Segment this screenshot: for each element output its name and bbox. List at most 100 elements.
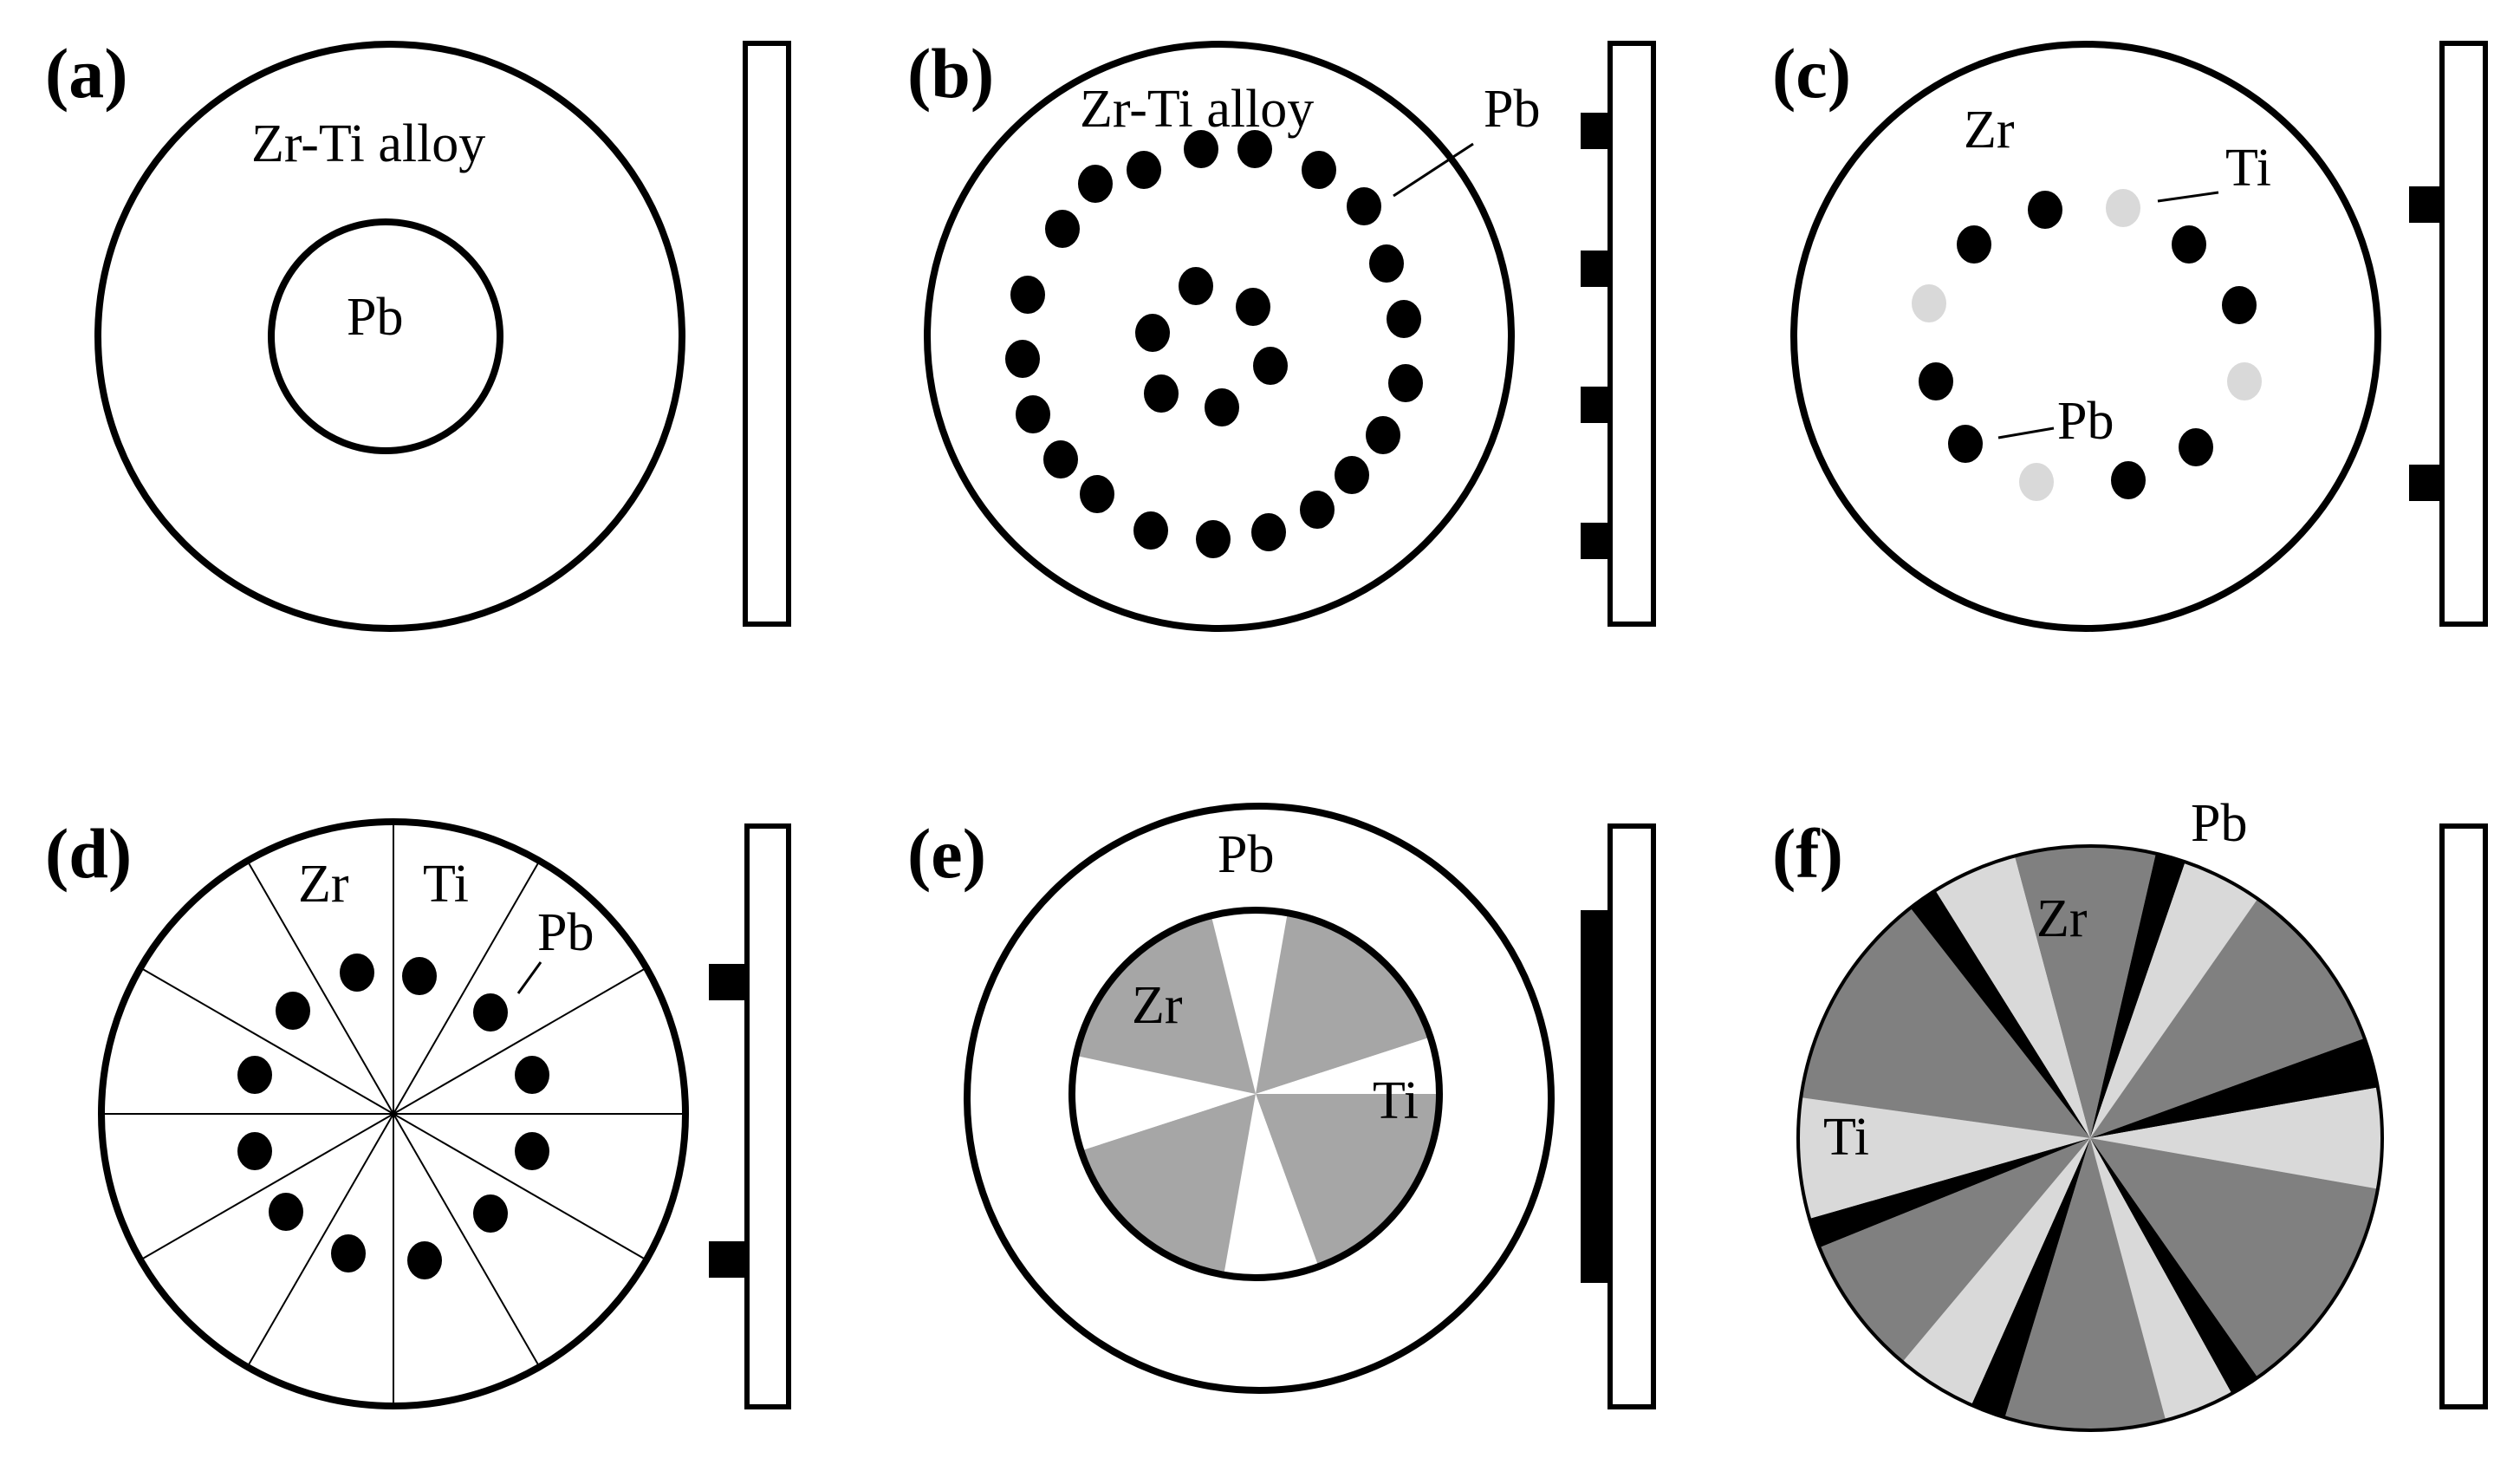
panel-a-zrti-label: Zr-Ti alloy: [251, 114, 485, 173]
panel-b-zrti-label: Zr-Ti alloy: [1080, 80, 1314, 139]
panel-e-core-outline: [1068, 907, 1443, 1281]
panel-b-pb-dot-inner-6: [1205, 388, 1239, 426]
panel-b-pb-dot-outer-16: [1335, 456, 1369, 494]
panel-b-pb-dot-outer-18: [1300, 491, 1335, 529]
panel-d-zr-label: Zr: [298, 855, 349, 914]
panel-d-tab-1: [709, 964, 747, 1000]
panel-d-pb-dot-10: [473, 1194, 508, 1233]
panel-c-pb-dot-8: [2111, 461, 2146, 499]
panel-c-tab-1: [2409, 186, 2442, 223]
panel-b-tab-1: [1581, 113, 1610, 149]
panel-b-pb-dot-outer-5: [1078, 165, 1113, 203]
panel-c-disk: [1790, 41, 2381, 632]
panel-e-sector-6: [1081, 1094, 1256, 1275]
panel-c-ti-dot-1: [2106, 189, 2140, 227]
panel-c-ti-dot-3: [2227, 362, 2262, 400]
panel-b-pb-dot-outer-14: [1366, 416, 1400, 454]
panel-f: (f) Pb Zr Ti: [1772, 794, 2488, 1432]
panel-b-pb-dot-outer-6: [1347, 187, 1381, 225]
panel-d-sector-line-8: [246, 1113, 394, 1368]
panel-c-dots: [1912, 189, 2262, 501]
panel-b-pb-dot-outer-10: [1387, 300, 1421, 338]
panel-f-sector-9: [2090, 1138, 2232, 1421]
panel-a-pb-core: [268, 218, 503, 454]
panel-d-sector-line-5: [393, 1113, 647, 1261]
panel-f-sector-1: [2014, 845, 2156, 1138]
panel-b-tab-2: [1581, 251, 1610, 287]
panel-e-zr-label: Zr: [1132, 976, 1183, 1035]
panel-d-tab-2: [709, 1241, 747, 1278]
panel-b-pb-dot-outer-17: [1080, 475, 1114, 513]
panel-d-sector-line-9: [140, 1113, 394, 1261]
panel-b: (b) Zr-Ti alloy Pb: [907, 34, 1656, 632]
panel-e-side-bar: [1607, 823, 1656, 1409]
panel-c-pb-dot-4: [2222, 286, 2257, 324]
panel-c-pb-label: Pb: [2057, 392, 2114, 451]
panel-b-pb-dot-inner-5: [1144, 374, 1179, 413]
panel-b-pb-dot-outer-7: [1045, 210, 1080, 248]
panel-c-pb-dot-5: [1919, 362, 1953, 400]
panel-f-sector-18: [1935, 856, 2090, 1138]
panel-d-pb-dot-3: [276, 992, 310, 1030]
panel-b-pb-dot-outer-2: [1237, 130, 1272, 168]
panel-f-sector-7: [2090, 1138, 2378, 1378]
panel-b-pb-dot-inner-2: [1236, 288, 1270, 326]
panel-e-ti-label: Ti: [1373, 1071, 1419, 1130]
panel-b-tag: (b): [907, 34, 994, 113]
panel-d-pb-dots: [237, 954, 549, 1279]
panel-e-sectors: [1071, 909, 1439, 1279]
panel-b-pb-dot-inner-3: [1135, 314, 1170, 352]
panel-e-sector-8: [1075, 915, 1256, 1094]
panel-c-pb-dot-7: [2179, 428, 2213, 466]
panel-b-pb-dots: [1005, 130, 1423, 558]
panel-f-sector-11: [1971, 1138, 2090, 1418]
panel-c-side-bar: [2439, 41, 2488, 627]
panel-f-sector-6: [2090, 1087, 2383, 1189]
panel-d-pb-dot-8: [515, 1132, 549, 1170]
panel-a-side-bar: [743, 41, 791, 627]
panel-f-zr-label: Zr: [2036, 889, 2088, 948]
panel-d-leader-line: [516, 961, 542, 994]
panel-c-pb-dot-1: [2028, 191, 2062, 229]
panel-b-pb-dot-outer-20: [1251, 513, 1286, 551]
panel-b-pb-dot-inner-4: [1253, 347, 1288, 385]
panel-f-sector-17: [1910, 890, 2090, 1138]
panel-f-ti-label: Ti: [1823, 1108, 1869, 1167]
panel-e: (e) Pb Zr Ti: [907, 803, 1656, 1409]
panel-f-sector-14: [1809, 1138, 2090, 1248]
panel-d-sector-line-12: [246, 860, 394, 1115]
panel-b-pb-dot-outer-8: [1369, 244, 1404, 283]
panel-b-pb-dot-outer-21: [1196, 520, 1231, 558]
panel-e-sector-1: [1211, 909, 1288, 1094]
panel-b-tab-4: [1581, 523, 1610, 559]
panel-b-pb-dot-outer-11: [1005, 340, 1040, 378]
panel-d-pb-dot-1: [340, 954, 374, 992]
panel-a-pb-label: Pb: [347, 288, 403, 347]
panel-c-pb-dot-3: [2172, 225, 2206, 264]
panel-a-tag: (a): [45, 34, 128, 113]
panel-f-sector-5: [2090, 1038, 2378, 1138]
panel-e-sector-3: [1256, 1037, 1439, 1094]
panel-f-sector-3: [2090, 862, 2258, 1138]
panel-b-pb-label: Pb: [1484, 80, 1540, 139]
panel-d-sector-line-11: [140, 967, 394, 1115]
panel-d-pb-label: Pb: [537, 903, 594, 962]
panel-a-outer-disk: [94, 41, 685, 632]
panel-f-tag: (f): [1772, 814, 1843, 893]
panel-f-pb-label: Pb: [2191, 794, 2247, 853]
panel-c-zr-label: Zr: [1964, 101, 2015, 159]
panel-c-tag: (c): [1772, 34, 1851, 113]
panel-b-leader-line: [1393, 142, 1474, 198]
panel-e-tag: (e): [907, 814, 986, 893]
panel-f-sectors: [1798, 845, 2383, 1430]
panel-b-pb-dot-outer-13: [1016, 395, 1050, 433]
panel-d-sector-line-6: [393, 1113, 541, 1368]
panel-b-side-bar: [1607, 41, 1656, 627]
panel-b-pb-dot-outer-12: [1388, 364, 1423, 402]
panel-d-sector-line-2: [393, 860, 541, 1115]
panel-c-ti-dot-2: [1912, 284, 1946, 322]
panel-c-pb-dot-2: [1957, 225, 1991, 264]
panel-e-wide-tab: [1581, 910, 1610, 1283]
panel-d: (d) Zr Ti Pb: [45, 814, 791, 1409]
panel-d-pb-dot-9: [269, 1193, 303, 1231]
